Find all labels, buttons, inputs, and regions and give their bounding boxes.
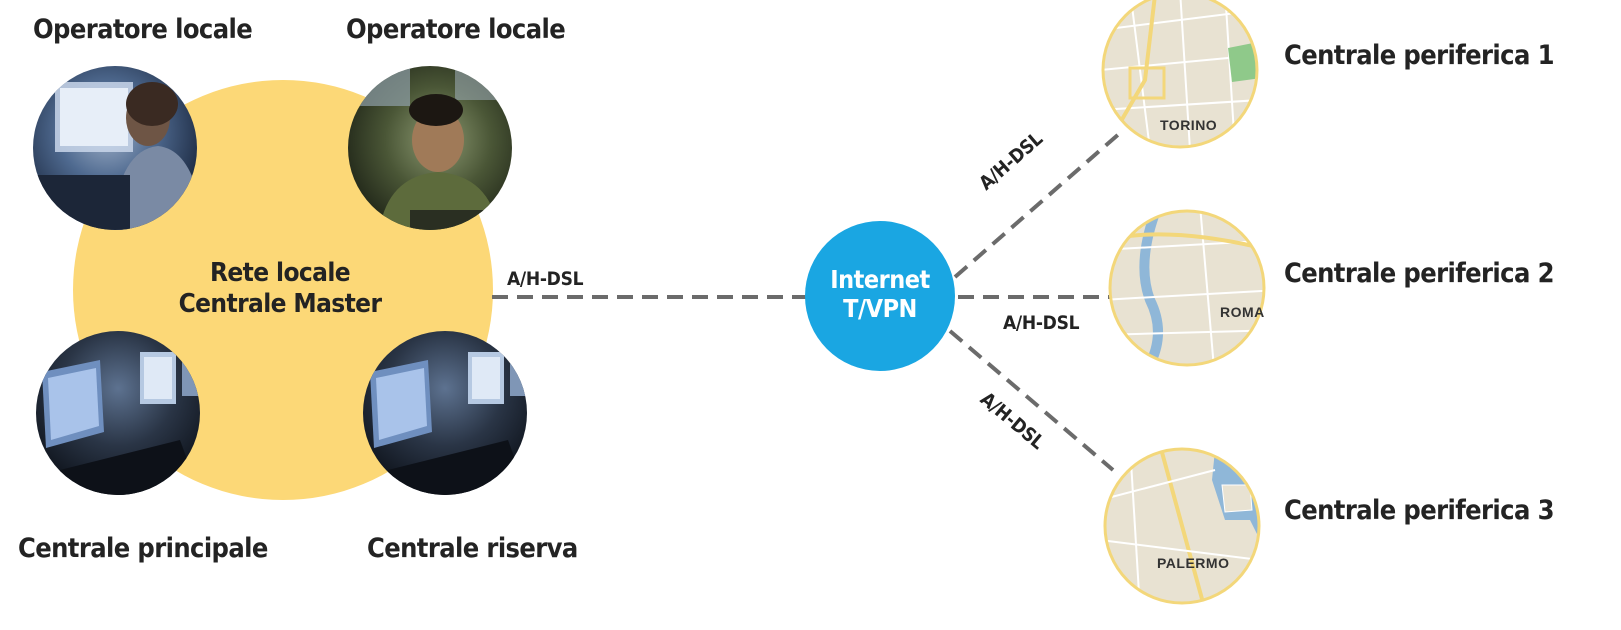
internet-hub-line2: T/VPN (843, 294, 917, 323)
link-hub-p3 (948, 329, 1115, 472)
peripheral-2-label: Centrale periferica 2 (1284, 258, 1554, 289)
map-roma (1108, 209, 1266, 367)
backup-station-photo (363, 331, 527, 495)
map-city-roma: ROMA (1220, 304, 1265, 320)
backup-station-label: Centrale riserva (367, 533, 578, 564)
master-network-line2: Centrale Master (178, 289, 382, 319)
master-network-line1: Rete locale (209, 258, 351, 288)
internet-hub-label: Internet T/VPN (800, 265, 960, 323)
peripheral-1-label: Centrale periferica 1 (1284, 40, 1554, 71)
main-station-photo (36, 331, 200, 495)
master-network-label: Rete locale Centrale Master (170, 258, 390, 320)
internet-hub-circle (805, 221, 955, 371)
link-label-master-hub: A/H-DSL (507, 268, 584, 290)
link-lines (492, 131, 1122, 472)
operator-left-label: Operatore locale (33, 14, 253, 45)
map-palermo (1103, 447, 1261, 605)
link-label-hub-p2: A/H-DSL (1003, 312, 1080, 334)
map-city-palermo: PALERMO (1157, 555, 1230, 571)
operator-right-label: Operatore locale (346, 14, 566, 45)
internet-hub-line1: Internet (830, 265, 930, 294)
link-hub-p1 (953, 131, 1122, 279)
operator-left-photo (33, 66, 197, 230)
peripheral-3-label: Centrale periferica 3 (1284, 495, 1554, 526)
map-torino (1101, 0, 1259, 149)
main-station-label: Centrale principale (18, 533, 268, 564)
map-city-torino: TORINO (1160, 117, 1218, 133)
